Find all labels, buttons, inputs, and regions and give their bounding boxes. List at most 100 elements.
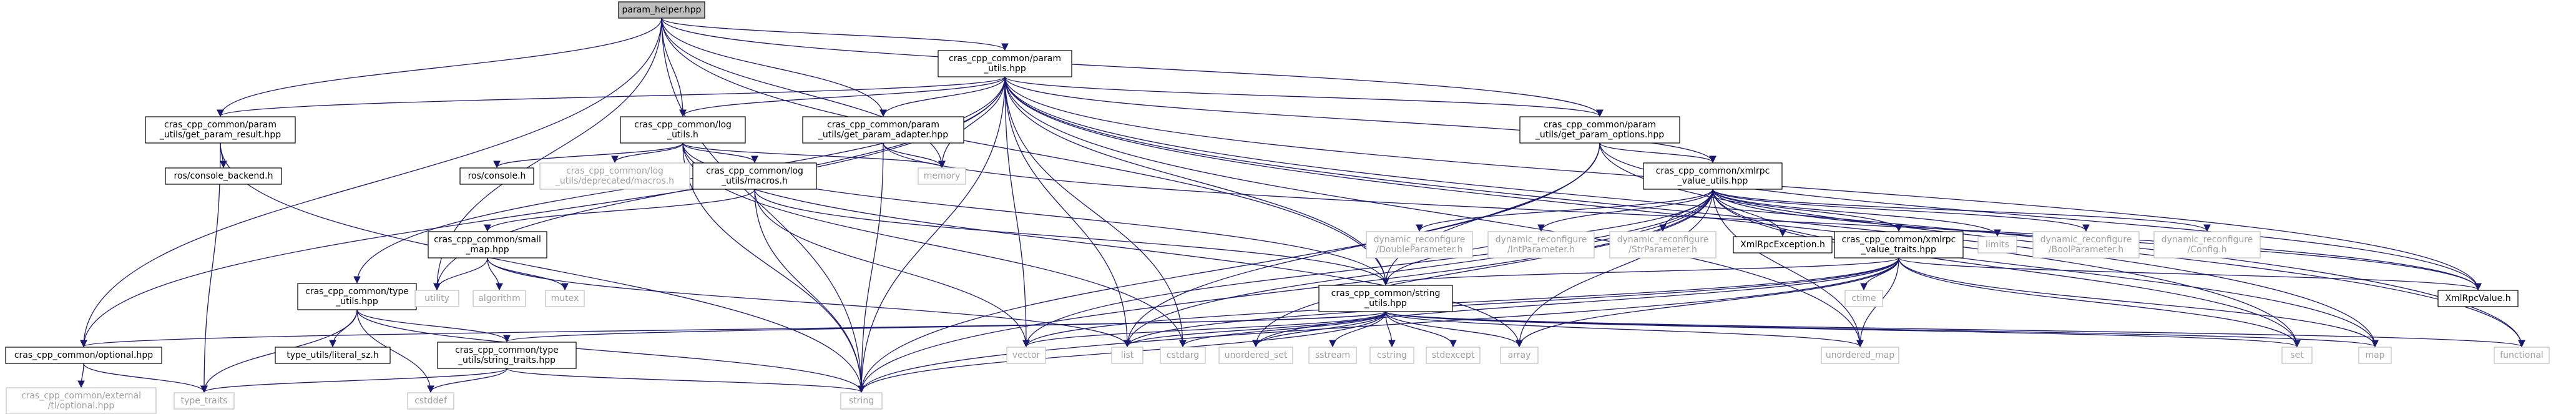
node-algorithm: algorithm — [473, 290, 526, 307]
edge-log_macros-to-vector — [754, 189, 1030, 348]
node-label: unordered_set — [1225, 350, 1288, 360]
node-label: utility — [424, 293, 449, 303]
node-param_helper[interactable]: param_helper.hpp — [618, 1, 705, 19]
node-label: dynamic_reconfigure — [2162, 235, 2253, 245]
node-optional_external: cras_cpp_common/external/tl/optional.hpp — [6, 387, 157, 414]
node-label: _utils.hpp — [335, 297, 378, 307]
nodes-layer: param_helper.hppcras_cpp_common/param_ut… — [5, 1, 2550, 414]
edge-get_param_result-to-type_traits — [200, 142, 221, 393]
edge-xmlrpc_value_utils-to-dr_double — [1416, 189, 1713, 232]
edge-param_utils-to-set — [1004, 76, 2301, 348]
node-log_utils[interactable]: cras_cpp_common/log_utils.h — [620, 116, 746, 144]
node-type_utils_literal_sz[interactable]: type_utils/literal_sz.h — [275, 347, 391, 364]
edge-get_param_adapter-to-memory — [883, 142, 946, 169]
node-label: _utils/macros.h — [721, 176, 788, 186]
edge-param_utils-to-map — [1004, 76, 2379, 348]
node-label: cras_cpp_common/external — [21, 391, 141, 401]
node-small_map[interactable]: cras_cpp_common/small_map.hpp — [428, 231, 547, 259]
node-type_utils[interactable]: cras_cpp_common/type_utils.hpp — [297, 283, 417, 310]
node-label: param_helper.hpp — [622, 5, 702, 15]
node-log_deprecated_macros: cras_cpp_common/log_utils/deprecated/mac… — [539, 162, 690, 190]
node-label: map — [2365, 350, 2384, 360]
node-box — [1369, 347, 1414, 364]
node-ros_console[interactable]: ros/console.h — [459, 167, 534, 185]
edge-param_helper-to-string_utils — [661, 17, 1389, 286]
node-box — [407, 392, 454, 410]
node-label: stdexcept — [1432, 350, 1475, 360]
node-box — [428, 231, 547, 259]
edge-get_param_result-to-string — [220, 142, 865, 393]
edge-param_helper-to-param_utils — [661, 17, 1009, 51]
node-cstddef: cstddef — [407, 392, 454, 410]
node-label: cstring — [1377, 350, 1407, 360]
node-label: memory — [924, 171, 961, 181]
edge-param_helper-to-get_param_result — [217, 17, 662, 117]
node-box — [1733, 236, 1833, 254]
node-box — [1366, 231, 1473, 259]
node-box — [437, 342, 577, 369]
edges-layer — [77, 17, 2525, 393]
node-get_param_options[interactable]: cras_cpp_common/param_utils/get_param_op… — [1519, 116, 1680, 144]
edge-xmlrpc_value_utils-to-array — [1516, 189, 1713, 348]
node-list: list — [1111, 347, 1144, 364]
node-xmlrpc_value_utils[interactable]: cras_cpp_common/xmlrpc_value_utils.hpp — [1643, 162, 1783, 190]
node-label: _utils.hpp — [983, 64, 1026, 74]
node-label: cras_cpp_common/param — [827, 120, 939, 130]
node-log_macros[interactable]: cras_cpp_common/log_utils/macros.h — [692, 162, 817, 190]
node-label: list — [1121, 350, 1134, 360]
edge-xmlrpc_value_utils-to-vector — [1022, 189, 1713, 348]
edge-param_helper-to-optional — [80, 17, 662, 348]
edge-string_utils-to-list — [1124, 311, 1386, 348]
node-ctime: ctime — [1844, 290, 1883, 307]
node-optional[interactable]: cras_cpp_common/optional.hpp — [5, 347, 162, 364]
edge-type_utils-to-string — [356, 309, 865, 393]
edge-xmlrpc_value_utils-to-map — [1712, 189, 2379, 348]
edge-param_utils-to-cstdarg — [1004, 76, 1187, 348]
edge-param_utils-to-string — [858, 76, 1006, 393]
node-box — [1643, 162, 1783, 190]
node-dr_bool: dynamic_reconfigure/BoolParameter.h — [2032, 231, 2140, 259]
node-box — [174, 392, 235, 410]
node-xmlrpc_exception[interactable]: XmlRpcException.h — [1733, 236, 1833, 254]
edge-log_macros-to-string_utils — [754, 189, 1389, 286]
edge-xmlrpc_value_traits-to-list — [1124, 257, 1899, 348]
node-label: _utils/deprecated/macros.h — [555, 176, 674, 186]
node-xmlrpc_value[interactable]: XmlRpcValue.h — [2437, 290, 2519, 307]
node-get_param_result[interactable]: cras_cpp_common/param_utils/get_param_re… — [145, 116, 296, 144]
node-box — [145, 116, 296, 144]
edge-xmlrpc_value_utils-to-dr_int — [1537, 189, 1713, 232]
node-box — [1318, 285, 1453, 312]
node-label: mutex — [551, 293, 579, 303]
node-label: _value_traits.hpp — [1861, 245, 1936, 255]
node-param_utils[interactable]: cras_cpp_common/param_utils.hpp — [938, 50, 1072, 77]
node-box — [1111, 347, 1144, 364]
edge-type_utils-to-string_traits — [356, 309, 511, 343]
edge-string_traits-to-string — [506, 368, 865, 393]
node-label: set — [2290, 350, 2304, 360]
edge-param_utils-to-unordered_map — [1004, 76, 1864, 348]
node-dr_double: dynamic_reconfigure/DoubleParameter.h — [1366, 231, 1473, 259]
edge-string_traits-to-cstddef — [427, 368, 507, 393]
edge-get_param_options-to-xmlrpc_value_utils — [1599, 142, 1717, 164]
node-label: _value_utils.hpp — [1677, 176, 1748, 186]
node-label: _utils/string_traits.hpp — [458, 355, 556, 365]
node-sstream: sstream — [1308, 347, 1357, 364]
node-string_traits[interactable]: cras_cpp_common/type_utils/string_traits… — [437, 342, 577, 369]
node-box — [6, 387, 157, 414]
node-box — [2153, 231, 2261, 259]
node-box — [275, 347, 391, 364]
node-label: array — [1508, 350, 1531, 360]
node-xmlrpc_value_traits[interactable]: cras_cpp_common/xmlrpc_value_traits.hpp — [1834, 231, 1964, 259]
edge-xmlrpc_value_traits-to-set — [1898, 257, 2301, 348]
node-label: _utils.h — [667, 130, 698, 140]
edge-xmlrpc_value_utils-to-list — [1124, 189, 1713, 348]
node-label: /Config.h — [2188, 245, 2227, 255]
edge-param_helper-to-get_param_options — [661, 17, 1604, 117]
edge-xmlrpc_value_traits-to-string — [858, 257, 1899, 393]
node-label: dynamic_reconfigure — [2040, 235, 2132, 245]
node-box — [1609, 231, 1717, 259]
node-ros_console_backend[interactable]: ros/console_backend.h — [165, 167, 282, 185]
node-get_param_adapter[interactable]: cras_cpp_common/param_utils/get_param_ad… — [802, 116, 964, 144]
node-string_utils[interactable]: cras_cpp_common/string_utils.hpp — [1318, 285, 1453, 312]
edge-xmlrpc_value_utils-to-unordered_set — [1252, 189, 1713, 348]
